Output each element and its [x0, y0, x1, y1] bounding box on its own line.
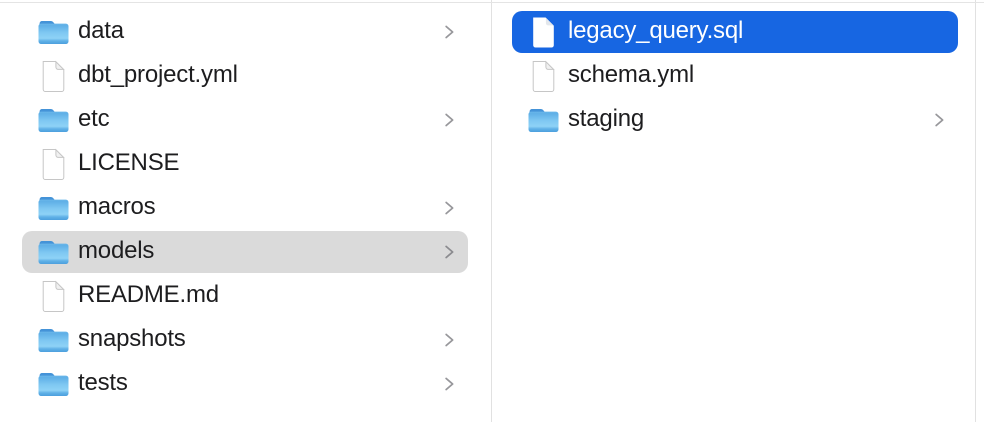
- folder-icon: [36, 235, 70, 269]
- document-icon: [36, 59, 70, 93]
- item-label: macros: [78, 193, 156, 220]
- row-models-selected[interactable]: models: [22, 231, 468, 273]
- row-license[interactable]: LICENSE: [22, 143, 468, 185]
- row-legacy-query-sql-selected[interactable]: legacy_query.sql: [512, 11, 958, 53]
- item-label: legacy_query.sql: [568, 17, 744, 44]
- item-label: dbt_project.yml: [78, 61, 238, 88]
- chevron-right-icon: [444, 112, 455, 128]
- document-icon: [526, 59, 560, 93]
- row-readme-md[interactable]: README.md: [22, 275, 468, 317]
- row-etc[interactable]: etc: [22, 99, 468, 141]
- row-data[interactable]: data: [22, 11, 468, 53]
- finder-column-right: legacy_query.sql schema.yml staging: [492, 0, 976, 422]
- row-snapshots[interactable]: snapshots: [22, 319, 468, 361]
- item-label: snapshots: [78, 325, 186, 352]
- chevron-right-icon: [444, 200, 455, 216]
- item-label: schema.yml: [568, 61, 695, 88]
- chevron-right-icon: [444, 24, 455, 40]
- chevron-right-icon: [934, 112, 945, 128]
- item-label: tests: [78, 369, 128, 396]
- folder-icon: [36, 367, 70, 401]
- folder-icon: [36, 15, 70, 49]
- item-label: data: [78, 17, 124, 44]
- row-dbt-project-yml[interactable]: dbt_project.yml: [22, 55, 468, 97]
- finder-column-next-stub: [976, 0, 984, 422]
- document-icon: [526, 15, 560, 49]
- item-label: models: [78, 237, 155, 264]
- row-tests[interactable]: tests: [22, 363, 468, 405]
- item-label: staging: [568, 105, 644, 132]
- finder-column-left: data dbt_project.yml etc LICENSE: [22, 0, 492, 422]
- document-icon: [36, 147, 70, 181]
- folder-icon: [36, 323, 70, 357]
- top-divider: [0, 2, 984, 3]
- chevron-right-icon: [444, 244, 455, 260]
- folder-icon: [526, 103, 560, 137]
- item-label: README.md: [78, 281, 219, 308]
- item-label: etc: [78, 105, 110, 132]
- document-icon: [36, 279, 70, 313]
- folder-icon: [36, 103, 70, 137]
- chevron-right-icon: [444, 332, 455, 348]
- row-staging[interactable]: staging: [512, 99, 958, 141]
- row-schema-yml[interactable]: schema.yml: [512, 55, 958, 97]
- chevron-right-icon: [444, 376, 455, 392]
- row-macros[interactable]: macros: [22, 187, 468, 229]
- item-label: LICENSE: [78, 149, 180, 176]
- folder-icon: [36, 191, 70, 225]
